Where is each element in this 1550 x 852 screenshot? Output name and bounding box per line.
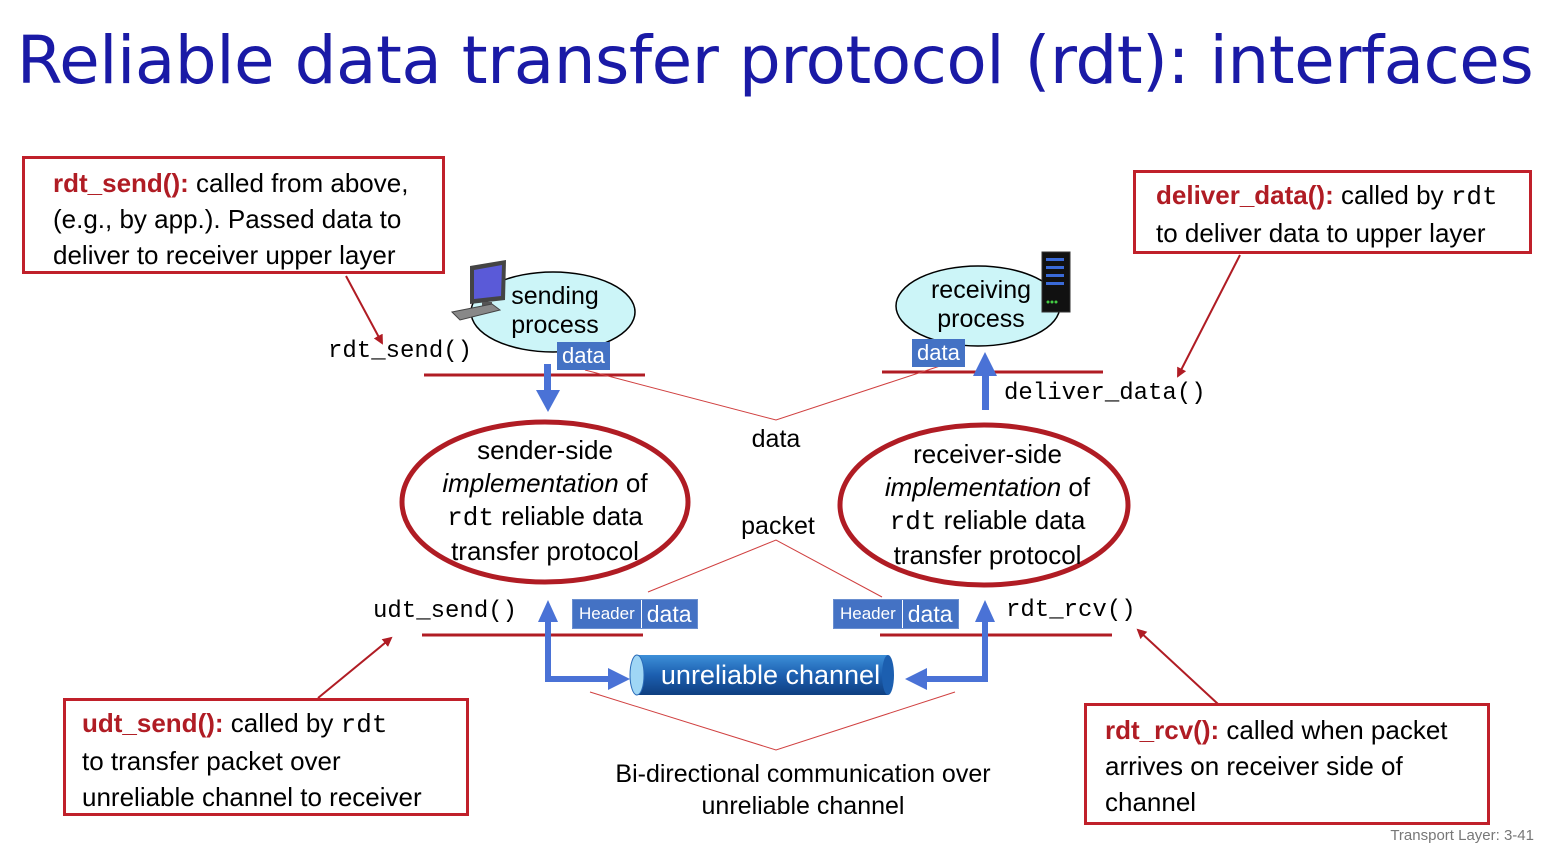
sender-implementation-ellipse [399,419,691,585]
slide-footer: Transport Layer: 3-41 [1390,827,1534,844]
packet-data: data [646,601,692,627]
label-deliver-data: deliver_data() [1004,380,1206,407]
computer-icon [450,260,506,321]
slide-title: Reliable data transfer protocol (rdt): i… [16,22,1534,99]
pointer-deliver-data [1177,254,1241,378]
label-rdt-rcv: rdt_rcv() [1006,597,1136,624]
packet-connector-lines [647,539,883,598]
receiver-implementation-text: receiver-side implementation of rdt reli… [884,439,1091,570]
label-udt-send: udt_send() [373,598,518,625]
arrow-up-receiver [973,352,997,410]
callout-rdt-rcv: rdt_rcv(): called when packet arrives on… [1084,703,1490,825]
pointer-rdt-send [345,275,383,345]
arrow-bidirectional-receiver [925,618,988,682]
receiver-implementation-ellipse [837,422,1131,588]
callout-rdt-send-fn: rdt_send(): [53,168,189,198]
server-icon [1041,251,1071,313]
arrow-down-sender [536,364,560,412]
packet-header: Header [573,600,642,628]
unreliable-channel-label: unreliable channel [660,660,881,690]
arrow-bidirectional-sender [545,618,612,682]
unreliable-channel-pipe [629,654,894,696]
packet-label: packet [741,512,815,540]
data-label: data [751,425,801,453]
packet-box-receiver: Header data [833,599,959,629]
data-box-receiver: data [912,339,965,367]
label-rdt-send: rdt_send() [328,338,473,365]
sending-process-label: sending process [511,282,599,339]
packet-box-sender: Header data [572,599,698,629]
data-connector-lines [584,365,941,421]
callout-udt-send: udt_send(): called by rdt to transfer pa… [63,698,469,816]
callout-deliver-data: deliver_data(): called by rdt to deliver… [1133,170,1532,254]
packet-data: data [907,601,953,627]
pointer-udt-send [317,636,393,699]
bidirectional-label: Bi-directional communication over unreli… [615,760,991,820]
receiving-process-label: receiving process [930,276,1032,333]
packet-header: Header [834,600,903,628]
bidirectional-connector-lines [589,691,956,751]
pointer-rdt-rcv [1136,628,1219,705]
data-box-sender: data [557,342,610,370]
sender-implementation-text: sender-side implementation of rdt reliab… [442,435,648,566]
callout-rdt-send: rdt_send(): called from above, (e.g., by… [22,156,445,274]
